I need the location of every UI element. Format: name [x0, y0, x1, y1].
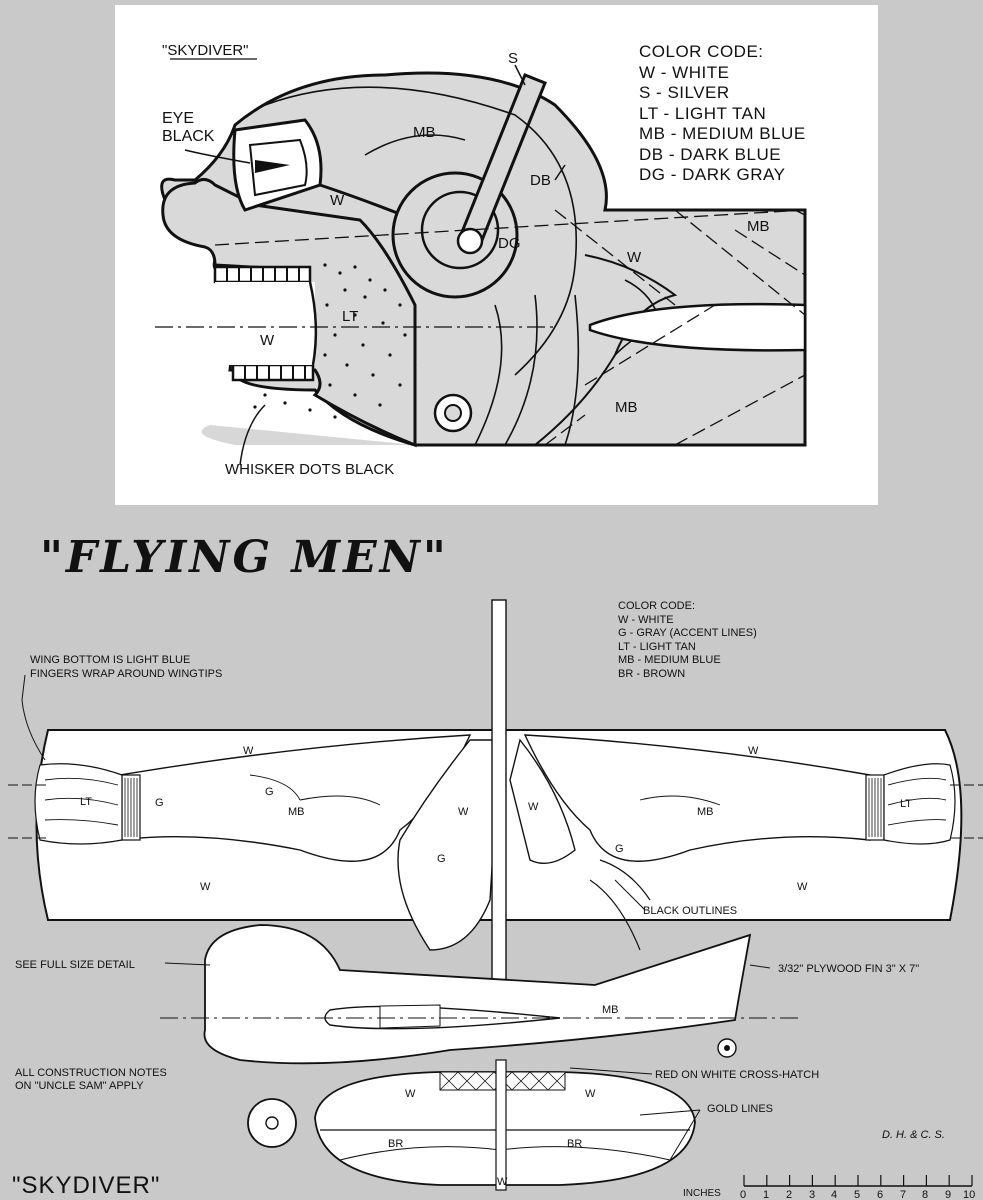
scale-tick: 3	[809, 1189, 815, 1200]
label-mb-right: MB	[697, 806, 714, 818]
scale-tick: 6	[877, 1189, 883, 1200]
label-lt: LT	[342, 308, 358, 325]
head-detail-drawing: "SKYDIVER" EYE BLACK S MB DB DG W W MB L…	[155, 42, 807, 478]
label-s: S	[508, 50, 518, 67]
label-w-scarf-left: W	[458, 806, 469, 818]
label-mb-fuselage: MB	[602, 1004, 619, 1016]
scale-tick: 4	[831, 1189, 837, 1200]
label-mb-top: MB	[413, 124, 436, 141]
scale-tick: 8	[922, 1189, 928, 1200]
head-detail-panel: "SKYDIVER" EYE BLACK S MB DB DG W W MB L…	[115, 5, 878, 505]
plan-color-code-title: COLOR CODE:	[618, 600, 696, 612]
plan-code-item: LT - LIGHT TAN	[618, 640, 696, 653]
label-fin: 3/32" PLYWOOD FIN 3" X 7"	[778, 963, 919, 975]
label-black: BLACK	[162, 128, 215, 145]
label-eye: EYE	[162, 110, 194, 127]
label-g3: G	[437, 853, 446, 865]
plan-color-code: COLOR CODE: W - WHITE G - GRAY (ACCENT L…	[618, 600, 757, 681]
wing-note-1: WING BOTTOM IS LIGHT BLUE	[30, 654, 190, 666]
construction-note-2: ON "UNCLE SAM" APPLY	[15, 1080, 144, 1092]
label-w-right-bottom: W	[797, 881, 808, 893]
label-gold-lines: GOLD LINES	[707, 1103, 773, 1115]
scale-tick: 10	[963, 1189, 975, 1200]
detail-code-item: S - SILVER	[639, 83, 730, 102]
detail-code-item: DB - DARK BLUE	[639, 144, 782, 164]
scale-tick: 2	[786, 1189, 792, 1200]
label-db: DB	[530, 172, 551, 189]
label-mb-bottom: MB	[615, 399, 638, 416]
scale-tick: 0	[740, 1189, 746, 1200]
wing-note-2: FINGERS WRAP AROUND WINGTIPS	[30, 668, 222, 680]
label-w-left-top: W	[243, 745, 254, 757]
detail-color-code: COLOR CODE: W - WHITE S - SILVER LT - LI…	[639, 42, 806, 186]
label-mb-left: MB	[288, 806, 305, 818]
label-g1: G	[155, 797, 164, 809]
label-dg: DG	[498, 235, 521, 252]
label-red-hatch: RED ON WHITE CROSS-HATCH	[655, 1069, 819, 1081]
label-w-left-bottom: W	[200, 881, 211, 893]
scale-label: INCHES	[683, 1188, 721, 1199]
label-w-tail-left: W	[405, 1088, 416, 1100]
label-w-teeth: W	[260, 332, 275, 349]
scale-tick: 5	[854, 1189, 860, 1200]
label-mb-right: MB	[747, 218, 770, 235]
label-w-neck: W	[627, 249, 642, 266]
label-whisker: WHISKER DOTS BLACK	[225, 461, 394, 478]
label-w-tail-right: W	[585, 1088, 596, 1100]
bottom-title: "SKYDIVER"	[12, 1172, 161, 1199]
plan-code-item: BR - BROWN	[618, 667, 686, 680]
plan-code-item: W - WHITE	[618, 613, 674, 626]
label-w-goggle: W	[330, 192, 345, 209]
label-w-right-top: W	[748, 745, 759, 757]
construction-note-1: ALL CONSTRUCTION NOTES	[15, 1067, 167, 1079]
scale-tick: 9	[945, 1189, 951, 1200]
plan-code-item: G - GRAY (ACCENT LINES)	[618, 627, 757, 639]
scale-tick: 1	[763, 1189, 769, 1200]
label-lt-left: LT	[80, 796, 92, 808]
scale-tick: 7	[900, 1189, 906, 1200]
label-black-outlines: BLACK OUTLINES	[643, 905, 737, 917]
label-w-tail-bottom: W	[497, 1176, 508, 1188]
detail-code-item: W - WHITE	[639, 62, 730, 82]
detail-title: "SKYDIVER"	[162, 42, 249, 59]
plan-code-item: MB - MEDIUM BLUE	[618, 654, 721, 666]
label-g2: G	[265, 786, 274, 798]
label-br-left: BR	[388, 1138, 403, 1150]
initials: D. H. & C. S.	[882, 1129, 945, 1141]
scale-bar: INCHES 0 1 2 3 4 5 6 7 8 9 10	[683, 1175, 975, 1200]
label-br-right: BR	[567, 1138, 582, 1150]
detail-code-item: LT - LIGHT TAN	[639, 103, 767, 123]
detail-code-item: MB - MEDIUM BLUE	[639, 124, 806, 143]
label-lt-right: LT	[900, 798, 912, 810]
label-see-detail: SEE FULL SIZE DETAIL	[15, 959, 135, 971]
detail-color-code-title: COLOR CODE:	[639, 42, 764, 61]
detail-code-item: DG - DARK GRAY	[639, 165, 786, 184]
label-w-scarf-right: W	[528, 801, 539, 813]
main-title: "FLYING MEN"	[40, 532, 449, 583]
label-g4: G	[615, 843, 624, 855]
